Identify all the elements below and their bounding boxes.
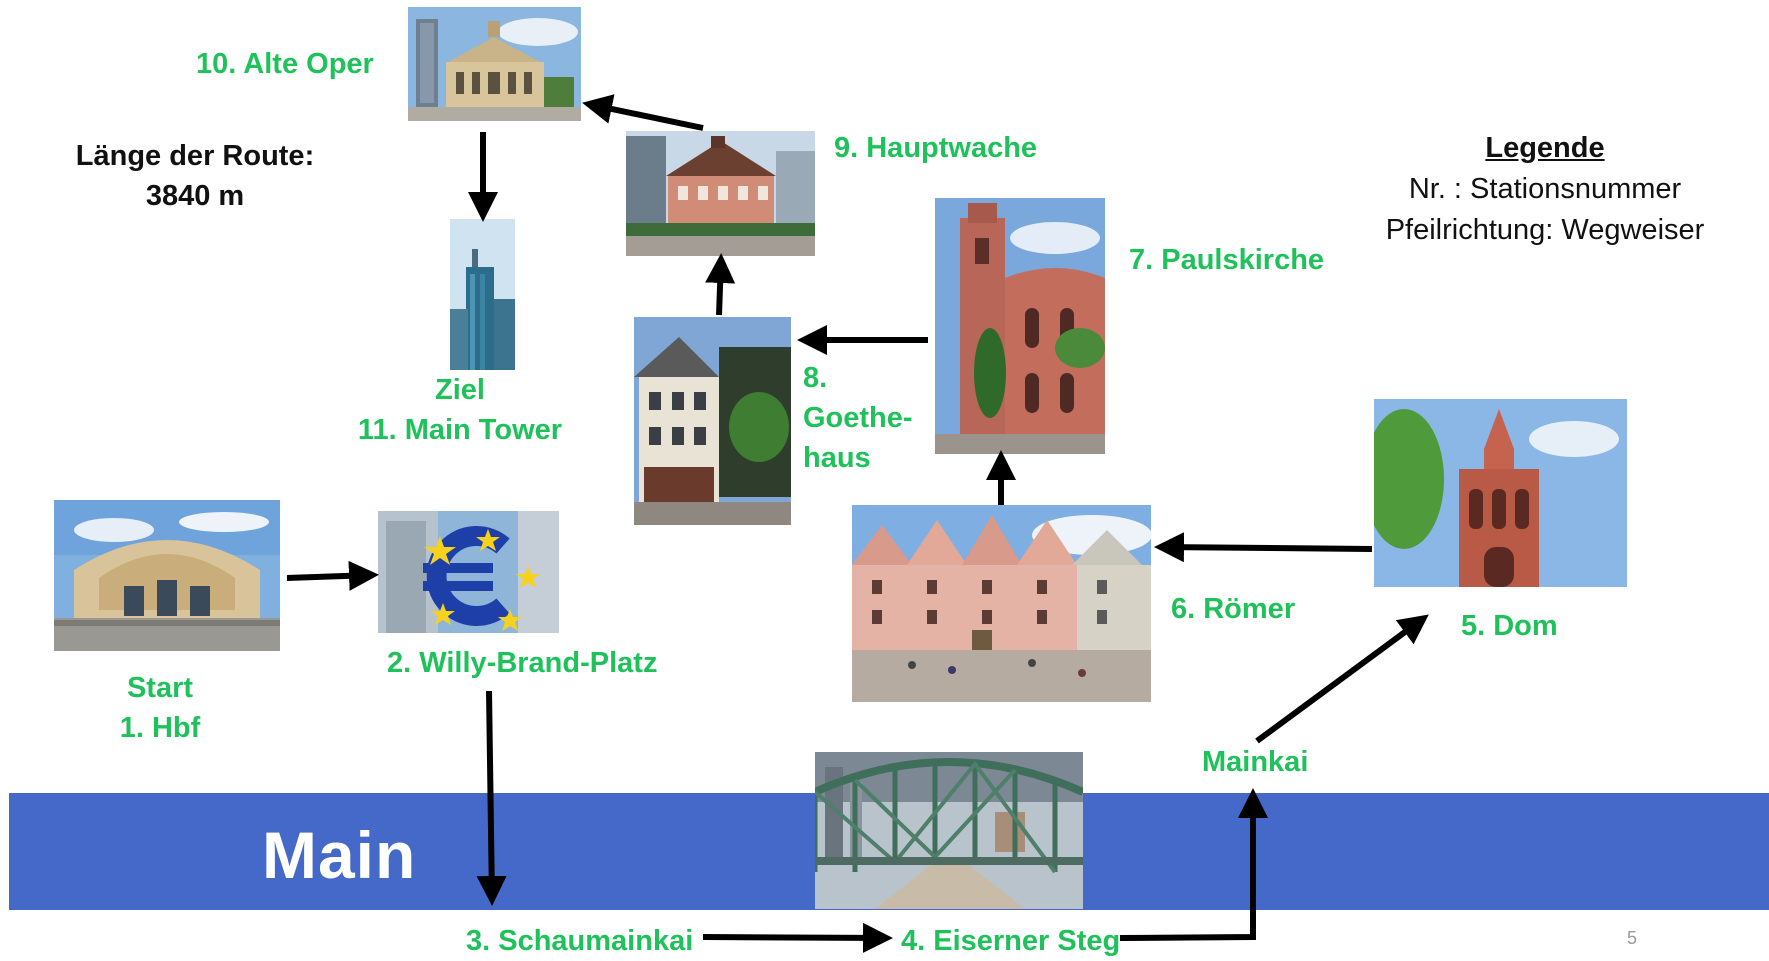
- arrow-schaumainkai-to-eiserner-steg: [702, 922, 893, 953]
- photo-roemer: [852, 505, 1151, 702]
- route-length: Länge der Route: 3840 m: [40, 136, 350, 216]
- photo-hauptwache: [626, 131, 815, 256]
- photo-paulskirche: [935, 198, 1105, 454]
- river-label: Main: [262, 818, 417, 892]
- station-label-paulskirche: 7. Paulskirche: [1129, 244, 1325, 276]
- photo-alte-oper: [408, 7, 581, 121]
- station-8-name-line2: haus: [803, 442, 871, 474]
- arrow-mainkai-to-dom: [1255, 614, 1429, 744]
- start-label: Start: [126, 672, 194, 704]
- station-label-alte-oper: 10. Alte Oper: [196, 48, 374, 80]
- station-label-hauptwache: 9. Hauptwache: [834, 132, 1038, 164]
- legend-line-number: Nr. : Stationsnummer: [1408, 173, 1682, 205]
- station-8-number: 8.: [803, 362, 828, 394]
- station-label-schaumainkai: 3. Schaumainkai: [466, 925, 694, 957]
- station-label-eiserner-steg: 4. Eiserner Steg: [901, 925, 1121, 957]
- photo-hauptbahnhof: [54, 500, 280, 651]
- station-11-label: 11. Main Tower: [357, 414, 563, 446]
- station-label-goethehaus: 8. Goethe- haus: [803, 358, 913, 478]
- photo-dom: [1374, 399, 1627, 587]
- station-label-mainkai: Mainkai: [1202, 746, 1309, 778]
- station-1-label: 1. Hbf: [119, 712, 201, 744]
- station-label-roemer: 6. Römer: [1171, 593, 1296, 625]
- station-label-hbf: Start 1. Hbf: [100, 668, 220, 748]
- photo-goethehaus: [634, 317, 791, 525]
- arrow-hbf-to-willy-brandt: [286, 560, 379, 591]
- arrow-dom-to-roemer: [1154, 532, 1373, 563]
- route-length-label: Länge der Route:: [75, 140, 315, 172]
- photo-euro-sculpture: [378, 511, 559, 633]
- station-label-dom: 5. Dom: [1461, 610, 1558, 642]
- station-8-name-line1: Goethe-: [803, 402, 913, 434]
- route-length-value: 3840 m: [145, 180, 245, 212]
- page-number: 5: [1627, 928, 1638, 948]
- goal-label: Ziel: [435, 374, 485, 406]
- legend: Legende Nr. : Stationsnummer Pfeilrichtu…: [1360, 128, 1730, 251]
- arrow-hauptwache-to-alte-oper: [582, 94, 704, 131]
- photo-eiserner-steg: [815, 752, 1083, 909]
- arrow-goethehaus-to-hauptwache: [705, 253, 736, 316]
- legend-line-arrow: Pfeilrichtung: Wegweiser: [1385, 214, 1705, 246]
- photo-main-tower: [450, 219, 515, 370]
- station-label-willy-brandt: 2. Willy-Brand-Platz: [387, 647, 658, 679]
- legend-title: Legende: [1485, 132, 1605, 164]
- station-label-main-tower: Ziel 11. Main Tower: [340, 370, 580, 450]
